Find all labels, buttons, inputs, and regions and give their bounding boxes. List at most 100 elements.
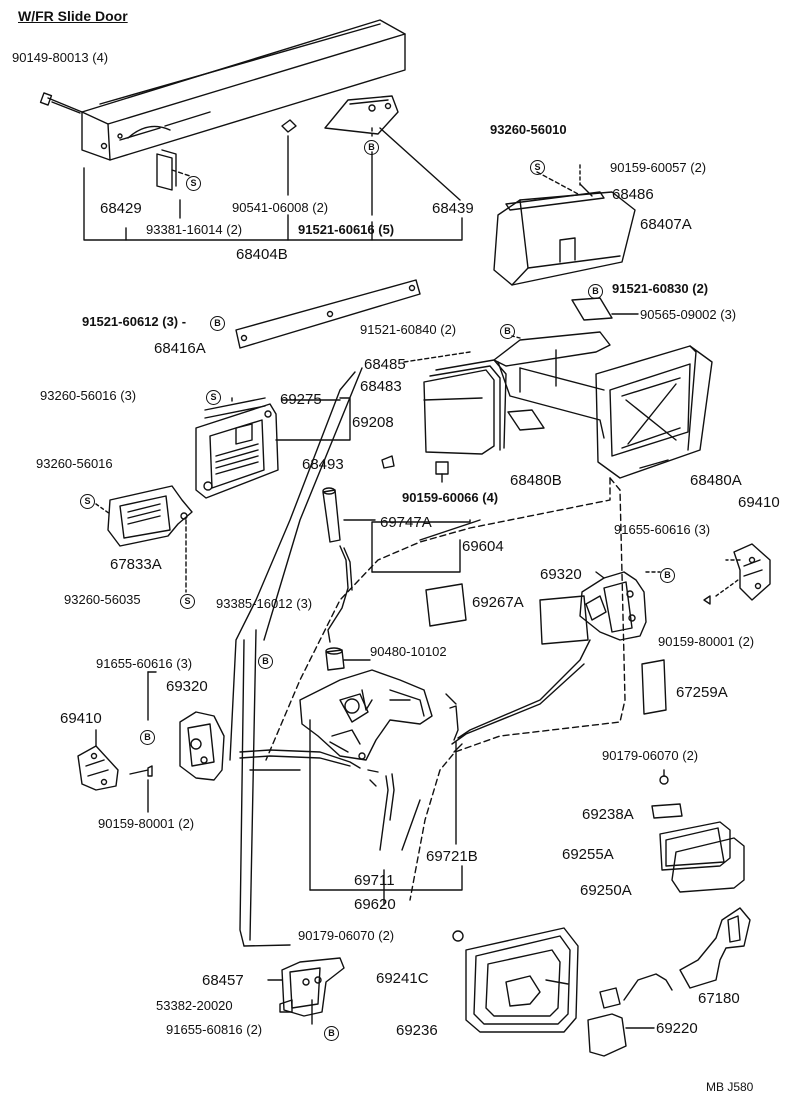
bracket-68439: [324, 95, 399, 135]
label-91655-60616-right: 91655-60616 (3): [614, 522, 711, 537]
striker-69410-left: [77, 745, 119, 791]
handle-69241c: [465, 927, 579, 1033]
label-68480a: 68480A: [690, 472, 742, 489]
center-latch: [299, 669, 433, 761]
badge-b-6: B: [258, 650, 273, 669]
bushing-90480: [325, 647, 345, 671]
label-93381-16014: 93381-16014 (2): [146, 222, 243, 237]
label-90480-10102: 90480-10102: [370, 644, 447, 659]
latch-69320-right: [579, 571, 647, 641]
bracket-67180: [679, 907, 751, 989]
bracket-68407a: [493, 191, 636, 286]
badge-s-4: S: [80, 490, 95, 509]
label-69410-left: 69410: [60, 710, 102, 727]
label-90179-06070-right: 90179-06070 (2): [602, 748, 699, 763]
label-67833a: 67833A: [110, 556, 162, 573]
label-90149-80013: 90149-80013 (4): [12, 50, 109, 65]
label-53382-20020: 53382-20020: [156, 998, 233, 1013]
label-69236: 69236: [396, 1022, 438, 1039]
label-69250a: 69250A: [580, 882, 632, 899]
badge-b-3: B: [210, 312, 225, 331]
label-93260-56016: 93260-56016: [36, 456, 113, 471]
badge-b-7: B: [140, 726, 155, 745]
label-68439: 68439: [432, 200, 474, 217]
label-68407a: 68407A: [640, 216, 692, 233]
rod-69747a: [322, 487, 341, 543]
diagram-code: MB J580: [706, 1080, 754, 1094]
label-69410-right: 69410: [738, 494, 780, 511]
label-68416a: 68416A: [154, 340, 206, 357]
label-68485: 68485: [364, 356, 406, 373]
label-69275: 69275: [280, 391, 322, 408]
label-68404b: 68404B: [236, 246, 288, 263]
plate-68480b: [507, 409, 545, 431]
label-69220: 69220: [656, 1020, 698, 1037]
clip-68493: [381, 455, 395, 469]
label-67180: 67180: [698, 990, 740, 1007]
upper-rail: [81, 19, 406, 161]
label-91655-60616-left: 91655-60616 (3): [96, 656, 193, 671]
handle-67833a: [107, 485, 193, 547]
label-69721b: 69721B: [426, 848, 478, 865]
label-68429: 68429: [100, 200, 142, 217]
label-69747a: 69747A: [380, 514, 432, 531]
label-90179-06070-left: 90179-06070 (2): [298, 928, 395, 943]
pad-67259a: [641, 659, 667, 715]
label-90565-09002: 90565-09002 (3): [640, 307, 737, 322]
pad-69267a: [425, 583, 467, 627]
handle-cover: [659, 821, 745, 893]
label-68480b: 68480B: [510, 472, 562, 489]
label-91521-60830: 91521-60830 (2): [612, 281, 709, 296]
plate-69238a: [651, 803, 683, 819]
label-69241c: 69241C: [376, 970, 429, 987]
badge-s-5: S: [180, 590, 195, 609]
plate-90565: [571, 297, 613, 321]
label-69255a: 69255A: [562, 846, 614, 863]
label-93260-56016-3: 93260-56016 (3): [40, 388, 137, 403]
label-90159-60057: 90159-60057 (2): [610, 160, 707, 175]
label-69320-left: 69320: [166, 678, 208, 695]
label-69711: 69711: [354, 872, 395, 889]
diagram-title: W/FR Slide Door: [18, 8, 128, 24]
clip-90541: [281, 119, 297, 133]
badge-b-1: B: [364, 136, 379, 155]
label-67259a: 67259A: [676, 684, 728, 701]
badge-s-3: S: [206, 386, 221, 405]
label-69320-right: 69320: [540, 566, 582, 583]
label-69620: 69620: [354, 896, 396, 913]
guide-68429: [156, 149, 177, 191]
label-90159-80001-right: 90159-80001 (2): [658, 634, 755, 649]
label-93260-56035: 93260-56035: [64, 592, 141, 607]
label-93385-16012: 93385-16012 (3): [216, 596, 313, 611]
label-90159-80001-left: 90159-80001 (2): [98, 816, 195, 831]
badge-b-2: B: [588, 280, 603, 299]
badge-s-2: S: [530, 156, 545, 175]
label-69604: 69604: [462, 538, 504, 555]
latch-69320-left: [179, 711, 225, 781]
label-69238a: 69238A: [582, 806, 634, 823]
striker-69410-right: [733, 543, 771, 601]
label-68483: 68483: [360, 378, 402, 395]
label-68493: 68493: [302, 456, 344, 473]
bolt-90159-60066: [435, 461, 449, 483]
lock-69208: [195, 403, 279, 499]
label-68457: 68457: [202, 972, 244, 989]
label-91521-60616: 91521-60616 (5): [298, 222, 395, 237]
bolt-90149: [39, 92, 83, 114]
label-69267a: 69267A: [472, 594, 524, 611]
label-68486: 68486: [612, 186, 654, 203]
plate-68416a: [235, 279, 421, 349]
label-91655-60816: 91655-60816 (2): [166, 1022, 263, 1037]
label-90159-60066: 90159-60066 (4): [402, 490, 499, 505]
badge-b-4: B: [500, 320, 515, 339]
cover-69220: [587, 987, 627, 1057]
label-69208: 69208: [352, 414, 394, 431]
rod-69604: [327, 545, 353, 643]
pad-68483: [423, 359, 507, 455]
badge-b-8: B: [324, 1022, 339, 1041]
badge-b-5: B: [660, 564, 675, 583]
label-91521-60612: 91521-60612 (3) -: [82, 314, 187, 329]
bracket-68480a: [493, 331, 713, 479]
